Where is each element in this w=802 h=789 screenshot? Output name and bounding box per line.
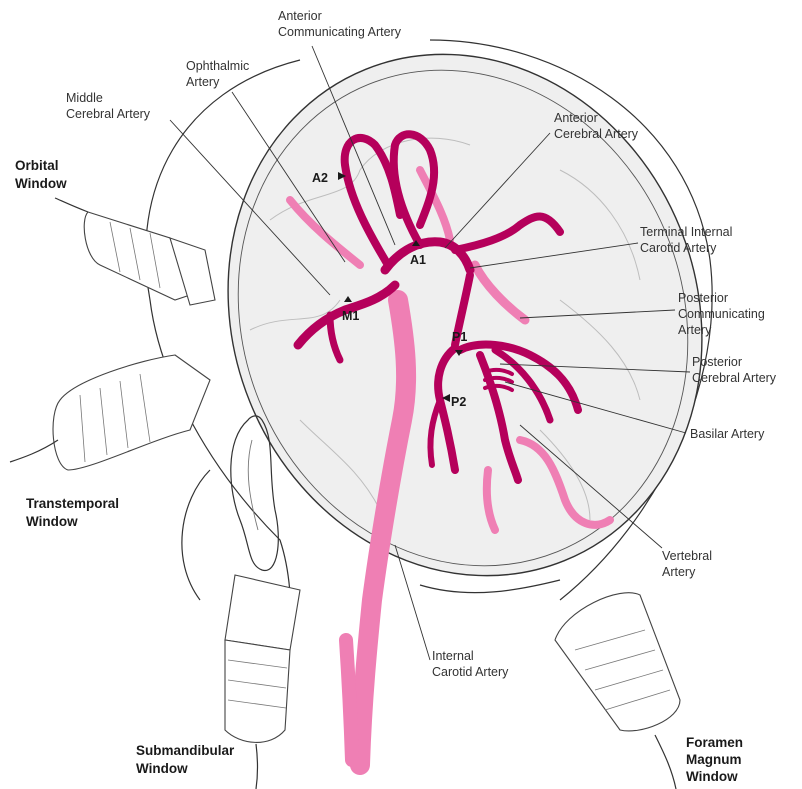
label-anterior-communicating-artery: Anterior Communicating Artery: [278, 9, 402, 39]
label-posterior-communicating-artery: Posterior Communicating Artery: [678, 291, 768, 337]
probe-orbital: [55, 198, 215, 305]
segment-p1: P1: [452, 330, 467, 344]
segment-a1: A1: [410, 253, 426, 267]
label-orbital-window: Orbital Window: [15, 158, 67, 191]
segment-p2: P2: [451, 395, 466, 409]
label-ophthalmic-artery: Ophthalmic Artery: [186, 59, 253, 89]
probe-transtemporal: [10, 355, 210, 470]
segment-a2: A2: [312, 171, 328, 185]
segment-m1: M1: [342, 309, 359, 323]
label-middle-cerebral-artery: Middle Cerebral Artery: [66, 91, 151, 121]
label-submandibular-window: Submandibular Window: [136, 743, 238, 776]
label-foramen-magnum-window: Foramen Magnum Window: [686, 735, 747, 784]
label-basilar-artery: Basilar Artery: [690, 427, 765, 441]
label-transtemporal-window: Transtemporal Window: [26, 496, 123, 529]
label-internal-carotid-artery: Internal Carotid Artery: [432, 649, 509, 679]
label-vertebral-artery: Vertebral Artery: [662, 549, 716, 579]
probe-foramen-magnum: [555, 593, 680, 789]
label-posterior-cerebral-artery: Posterior Cerebral Artery: [692, 355, 777, 385]
